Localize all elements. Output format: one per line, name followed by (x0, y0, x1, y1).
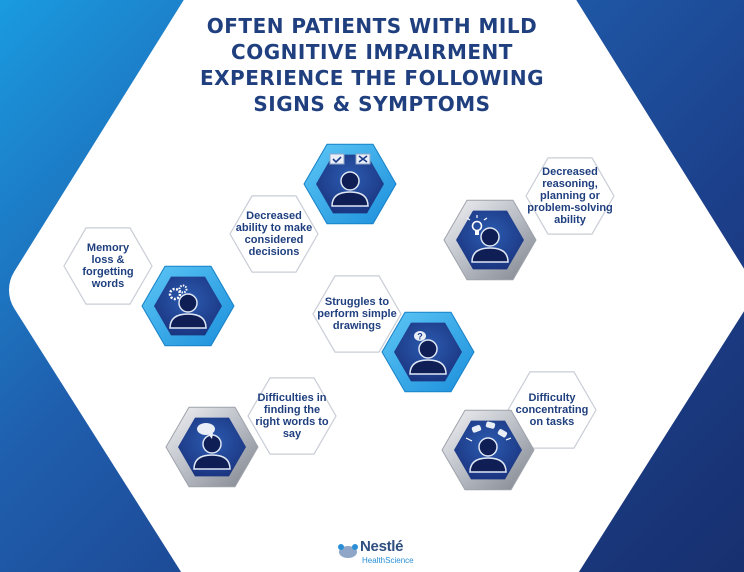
symptom-icon-hexagon (165, 406, 259, 488)
symptom-label-line: Decreased (246, 210, 302, 222)
brand-subtitle: HealthScience (362, 556, 414, 565)
person-head-icon (340, 171, 360, 191)
symptom-icon-hexagon (303, 143, 397, 225)
symptom-label-line: drawings (332, 320, 382, 332)
symptom-label-line: reasoning, (542, 178, 598, 190)
lightbulb-icon (466, 215, 488, 235)
label-hexagon (229, 195, 319, 273)
check-cross-icon (329, 153, 371, 165)
symptom-icon-hexagon (443, 199, 537, 281)
question-icon: ? (414, 331, 426, 342)
symptom-label-line: forgetting (82, 266, 134, 278)
symptom-label-line: words (91, 278, 125, 290)
title-line: SIGNS & SYMPTOMS (253, 92, 491, 116)
label-hexagon (525, 157, 615, 235)
person-body-icon (331, 191, 369, 207)
person-body-icon (193, 454, 231, 470)
person-body-icon (471, 247, 509, 263)
symptom-label-line: considered (244, 234, 304, 246)
label-hexagon (63, 227, 153, 305)
person-head-icon (418, 339, 438, 359)
symptom-label-line: Difficulties in (257, 392, 327, 404)
symptom-label-line: problem-solving (527, 202, 613, 214)
label-hexagon (312, 275, 402, 353)
symptom-label-line: ability (554, 214, 586, 226)
symptom-label-line: concentrating (515, 404, 589, 416)
symptom-label-line: finding the (263, 404, 321, 416)
title-line: COGNITIVE IMPAIRMENT (231, 40, 513, 64)
gears-icon (168, 284, 188, 301)
label-hexagon (247, 377, 337, 455)
symptom-label-line: planning or (540, 190, 600, 202)
symptom-label-line: right words to (255, 416, 329, 428)
nestle-logo-icon (338, 544, 358, 558)
title-line: EXPERIENCE THE FOLLOWING (199, 66, 545, 90)
symptom-label-line: ability to make (235, 222, 313, 234)
symptom-label-line: on tasks (529, 416, 575, 428)
symptom-icon-hexagon: ? (381, 311, 475, 393)
symptom-label-line: say (282, 428, 302, 440)
scattered-thoughts-icon (465, 421, 512, 442)
person-head-icon (478, 437, 498, 457)
brand-name: Nestlé (360, 538, 404, 555)
person-body-icon (409, 359, 447, 375)
symptom-label-line: Difficulty (528, 392, 576, 404)
person-body-icon (469, 457, 507, 473)
symptom-icon-hexagon (441, 409, 535, 491)
symptom-label-line: loss & (91, 254, 125, 266)
title-line: OFTEN PATIENTS WITH MILD (206, 14, 538, 38)
symptom-icon-hexagon (141, 265, 235, 347)
person-body-icon (169, 313, 207, 329)
symptom-label-line: decisions (248, 246, 300, 258)
symptom-label-line: Struggles to (324, 296, 390, 308)
svg-text:?: ? (417, 332, 423, 342)
person-head-icon (178, 293, 198, 313)
speech-bubble-icon (197, 423, 215, 439)
symptom-label-line: Decreased (542, 166, 598, 178)
person-head-icon (480, 227, 500, 247)
symptom-label-line: Memory (86, 242, 130, 254)
symptom-label-line: perform simple (317, 308, 397, 320)
